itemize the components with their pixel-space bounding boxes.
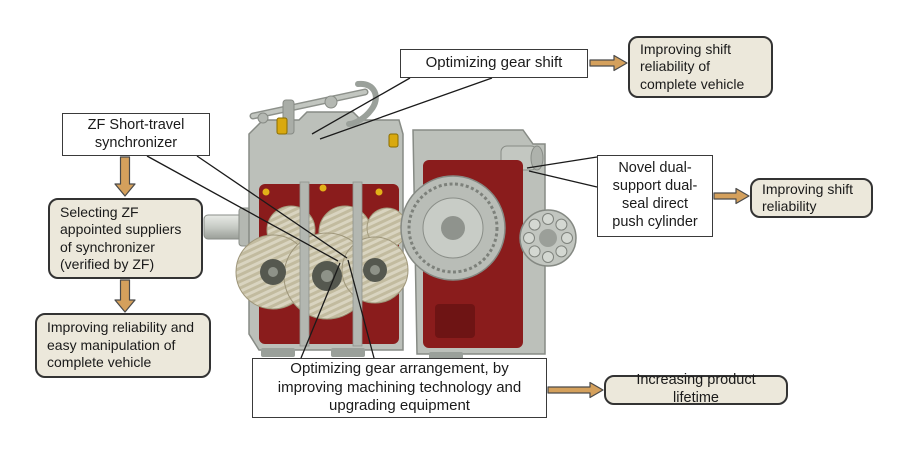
- shift-linkage: [249, 80, 399, 148]
- gearbox-cutaway-image: [203, 80, 577, 360]
- callout-optimizing-gear-shift: Optimizing gear shift: [400, 49, 588, 78]
- benefit-shift-reliability-vehicle: Improving shift reliability of complete …: [628, 36, 773, 98]
- rear-housing: [400, 129, 577, 360]
- output-flange: [519, 209, 577, 267]
- arrow-right-icon: [589, 54, 628, 72]
- benefit-product-lifetime: Increasing product lifetime: [604, 372, 788, 406]
- arrow-down-icon: [114, 156, 136, 197]
- main-gear-case: [235, 111, 409, 357]
- callout-zf-synchronizer: ZF Short-travel synchronizer: [62, 113, 210, 156]
- arrow-right-icon: [713, 187, 750, 205]
- benefit-selecting-suppliers: Selecting ZF appointed suppliers of sync…: [48, 198, 203, 279]
- benefit-shift-reliability: Improving shift reliability: [750, 178, 873, 218]
- benefit-reliability-manipulation: Improving reliability and easy manipulat…: [35, 313, 211, 378]
- arrow-down-icon: [114, 279, 136, 313]
- callout-gear-arrangement: Optimizing gear arrangement, by improvin…: [252, 358, 547, 418]
- callout-push-cylinder: Novel dual-support dual-seal direct push…: [597, 155, 713, 237]
- leader-lines: [146, 77, 598, 359]
- arrow-right-icon: [547, 381, 604, 399]
